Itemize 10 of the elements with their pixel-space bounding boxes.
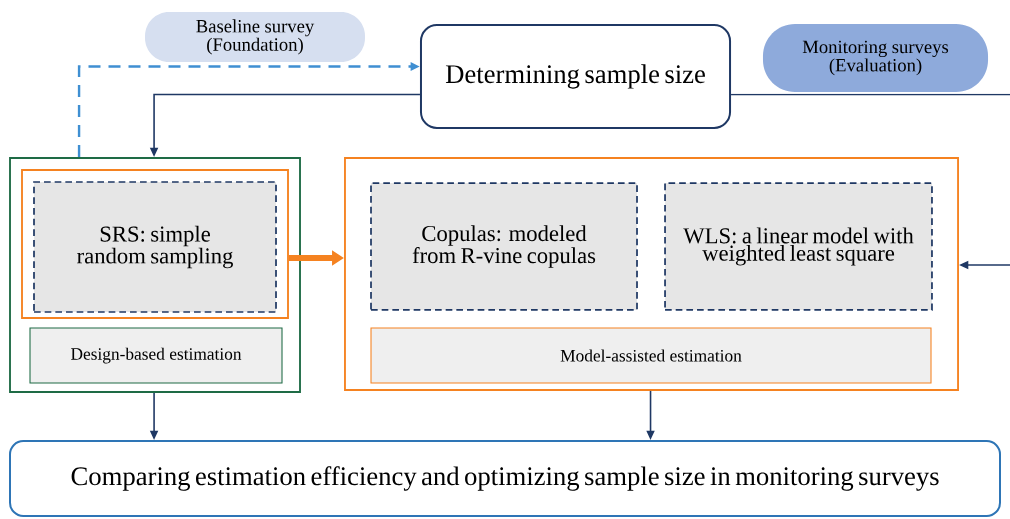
pill-label: Baseline survey (Foundation) [145, 12, 365, 62]
method-box: Copulas: modeled from R-vine copulas [370, 182, 638, 311]
estimation-box: Model-assisted estimation [370, 327, 932, 384]
method-box: WLS: a linear model with weighted least square [664, 182, 933, 311]
connector-line [730, 93, 1010, 96]
result-box: Comparing estimation efficiency and optimizing sample size in monitoring surveys [9, 440, 1001, 517]
method-box: SRS: simple random sampling [33, 181, 277, 313]
pill-label: Monitoring surveys (Evaluation) [762, 24, 989, 92]
estimation-box: Design-based estimation [29, 327, 283, 384]
process-box: Determining sample size [419, 24, 732, 129]
